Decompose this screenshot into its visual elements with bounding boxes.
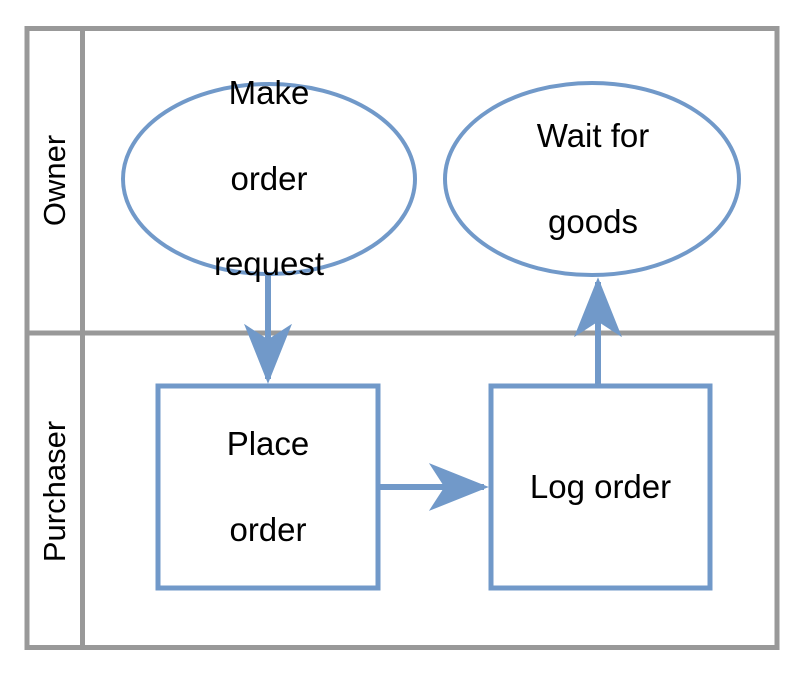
node-place-order[interactable] — [155, 383, 381, 591]
node-wait-for-goods[interactable] — [443, 81, 741, 277]
lane-label-owner-text: Owner — [37, 134, 73, 227]
swimlane-frame — [24, 26, 780, 650]
node-make-order-request[interactable] — [121, 82, 417, 276]
lane-label-owner: Owner — [28, 29, 82, 332]
lane-label-purchaser: Purchaser — [28, 336, 82, 647]
node-log-order[interactable] — [488, 383, 713, 591]
lane-label-purchaser-text: Purchaser — [37, 420, 73, 563]
